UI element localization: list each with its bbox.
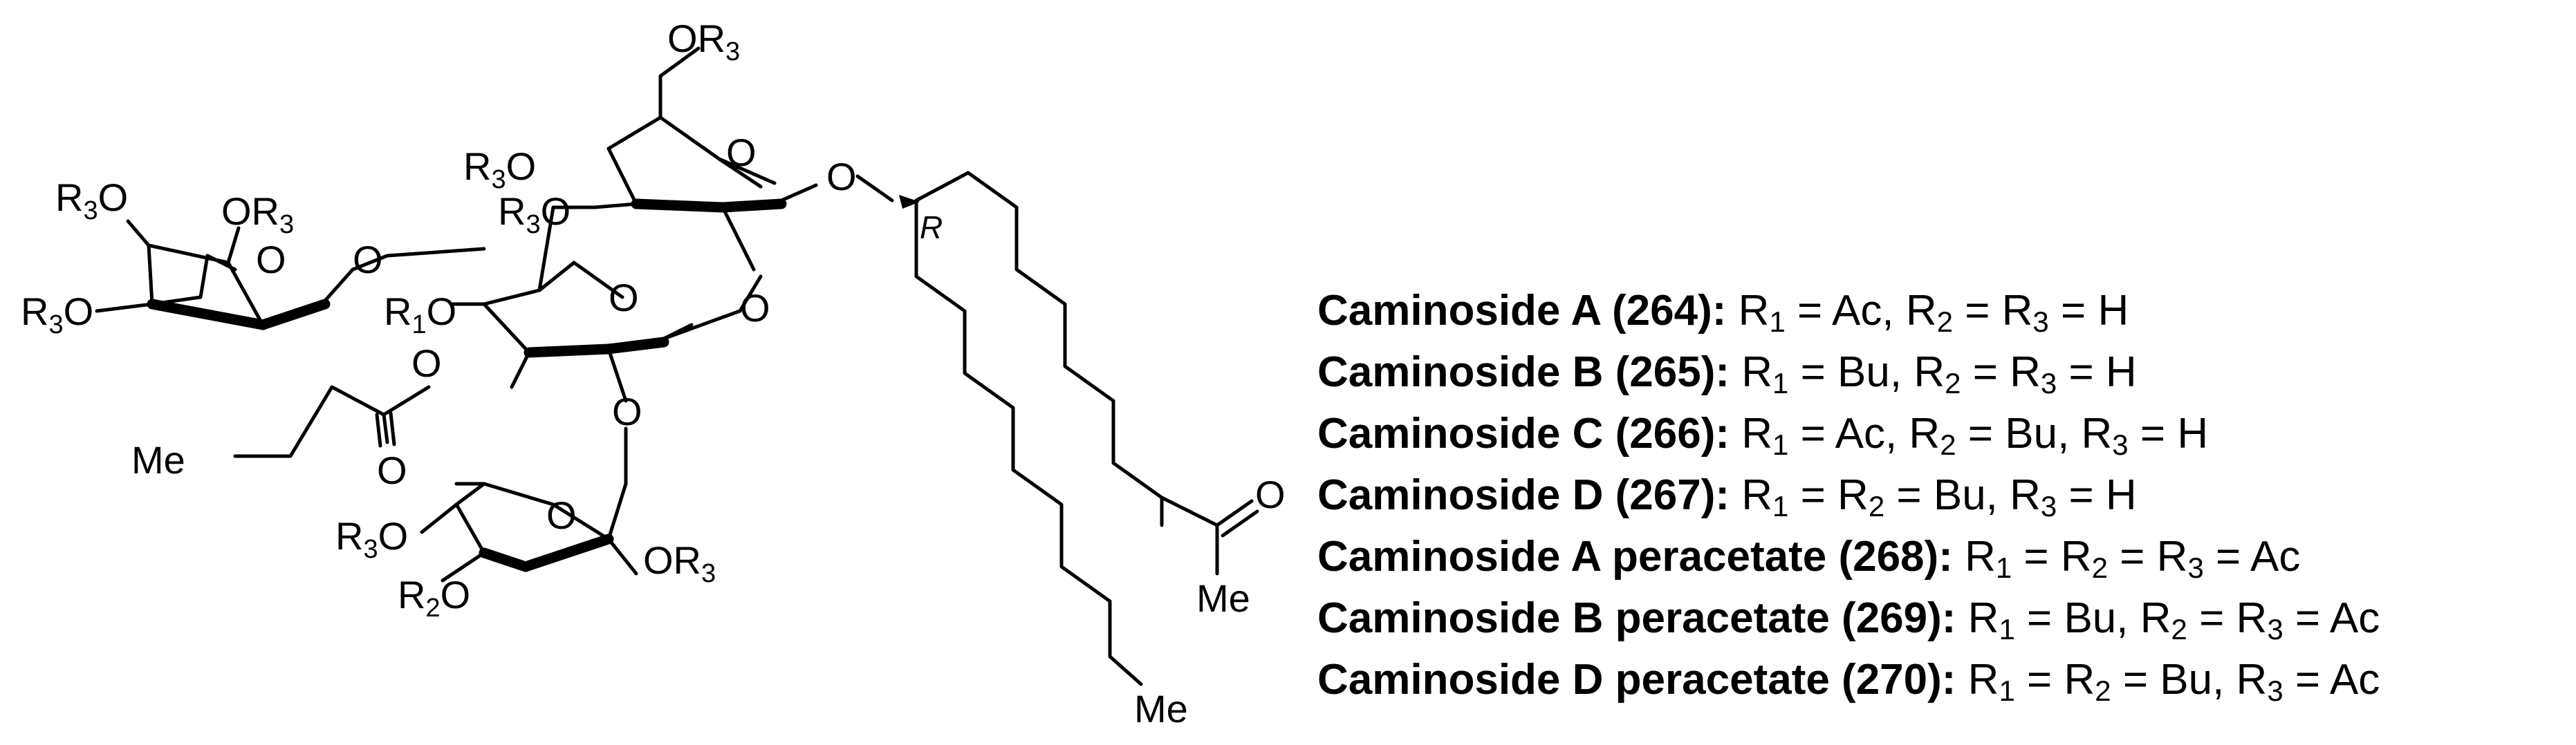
label-me-ester: Me (131, 438, 185, 482)
label-o-fuc-ring: O (256, 238, 286, 281)
wedge-bond (899, 195, 920, 209)
label-o-ester: O (411, 341, 442, 385)
compound-name: Caminoside D (267): (1317, 471, 1742, 519)
compound-name: Caminoside C (266): (1317, 410, 1742, 458)
legend-row: Caminoside C (266): R1 = Ac, R2 = Bu, R3… (1317, 403, 2562, 464)
label-r3o-mid: R3O (463, 144, 536, 194)
compound-substituents: R1 = R2 = R3 = Ac (1965, 533, 2301, 584)
label-me-chain: Me (1134, 687, 1188, 730)
compound-name: Caminoside D peracetate (270): (1317, 656, 1968, 704)
compound-substituents: R1 = Bu, R2 = R3 = Ac (1967, 594, 2380, 645)
legend-row: Caminoside A (264): R1 = Ac, R2 = R3 = H (1317, 280, 2562, 341)
label-o-link: O (353, 238, 383, 281)
label-o-center-link: O (740, 286, 770, 330)
central-glucose-ring (451, 205, 763, 403)
label-or3-lower: OR3 (643, 538, 716, 588)
label-or3-fuc: OR3 (221, 189, 294, 239)
compound-name: Caminoside B peracetate (269): (1317, 594, 1968, 642)
label-r1o: R1O (384, 290, 456, 339)
label-o-center-ring: O (609, 276, 639, 319)
label-o-glyc: O (826, 155, 857, 198)
label-stereo-r: R (920, 209, 943, 245)
legend-row: Caminoside D peracetate (270): R1 = R2 =… (1317, 649, 2562, 710)
compound-substituents: R1 = Ac, R2 = Bu, R3 = H (1741, 410, 2209, 461)
lower-chain (914, 198, 1143, 686)
glycosidic-bond (855, 174, 894, 202)
label-r3o-mid2: R3O (498, 189, 571, 239)
upper-chain (914, 171, 1164, 527)
ketone-group (1160, 496, 1259, 576)
compound-substituents: R1 = R2 = Bu, R3 = Ac (1967, 656, 2380, 707)
label-r3o-fuc2: R3O (21, 290, 93, 339)
compound-name: Caminoside B (265): (1317, 348, 1742, 396)
compound-name: Caminoside A (264): (1317, 287, 1739, 334)
compound-legend: Caminoside A (264): R1 = Ac, R2 = R3 = H… (1317, 280, 2562, 710)
compound-substituents: R1 = Bu, R2 = R3 = H (1741, 348, 2137, 399)
label-o-ketone: O (1255, 473, 1286, 516)
fucose-ring (95, 219, 486, 330)
compound-name: Caminoside A peracetate (268): (1317, 533, 1965, 581)
upper-glucose-ring (593, 46, 818, 272)
legend-row: Caminoside B peracetate (269): R1 = Bu, … (1317, 587, 2562, 649)
label-or3-top: OR3 (667, 17, 740, 66)
label-o-carbonyl: O (377, 449, 407, 492)
butyrate-ester (233, 385, 431, 458)
compound-substituents: R1 = R2 = Bu, R3 = H (1741, 471, 2137, 522)
lower-ring (420, 426, 638, 583)
label-r3o-fuc: R3O (55, 176, 128, 225)
legend-row: Caminoside B (265): R1 = Bu, R2 = R3 = H (1317, 341, 2562, 403)
label-r2o-lower: R2O (398, 573, 470, 623)
legend-row: Caminoside A peracetate (268): R1 = R2 =… (1317, 526, 2562, 587)
label-o-lower-ring: O (546, 493, 577, 537)
label-o-lower-link: O (612, 390, 642, 433)
label-me-ketone: Me (1196, 576, 1250, 620)
compound-substituents: R1 = Ac, R2 = R3 = H (1738, 287, 2129, 338)
label-r3o-lower: R3O (335, 514, 408, 564)
legend-row: Caminoside D (267): R1 = R2 = Bu, R3 = H (1317, 464, 2562, 526)
label-o-glc-ring: O (726, 131, 757, 174)
